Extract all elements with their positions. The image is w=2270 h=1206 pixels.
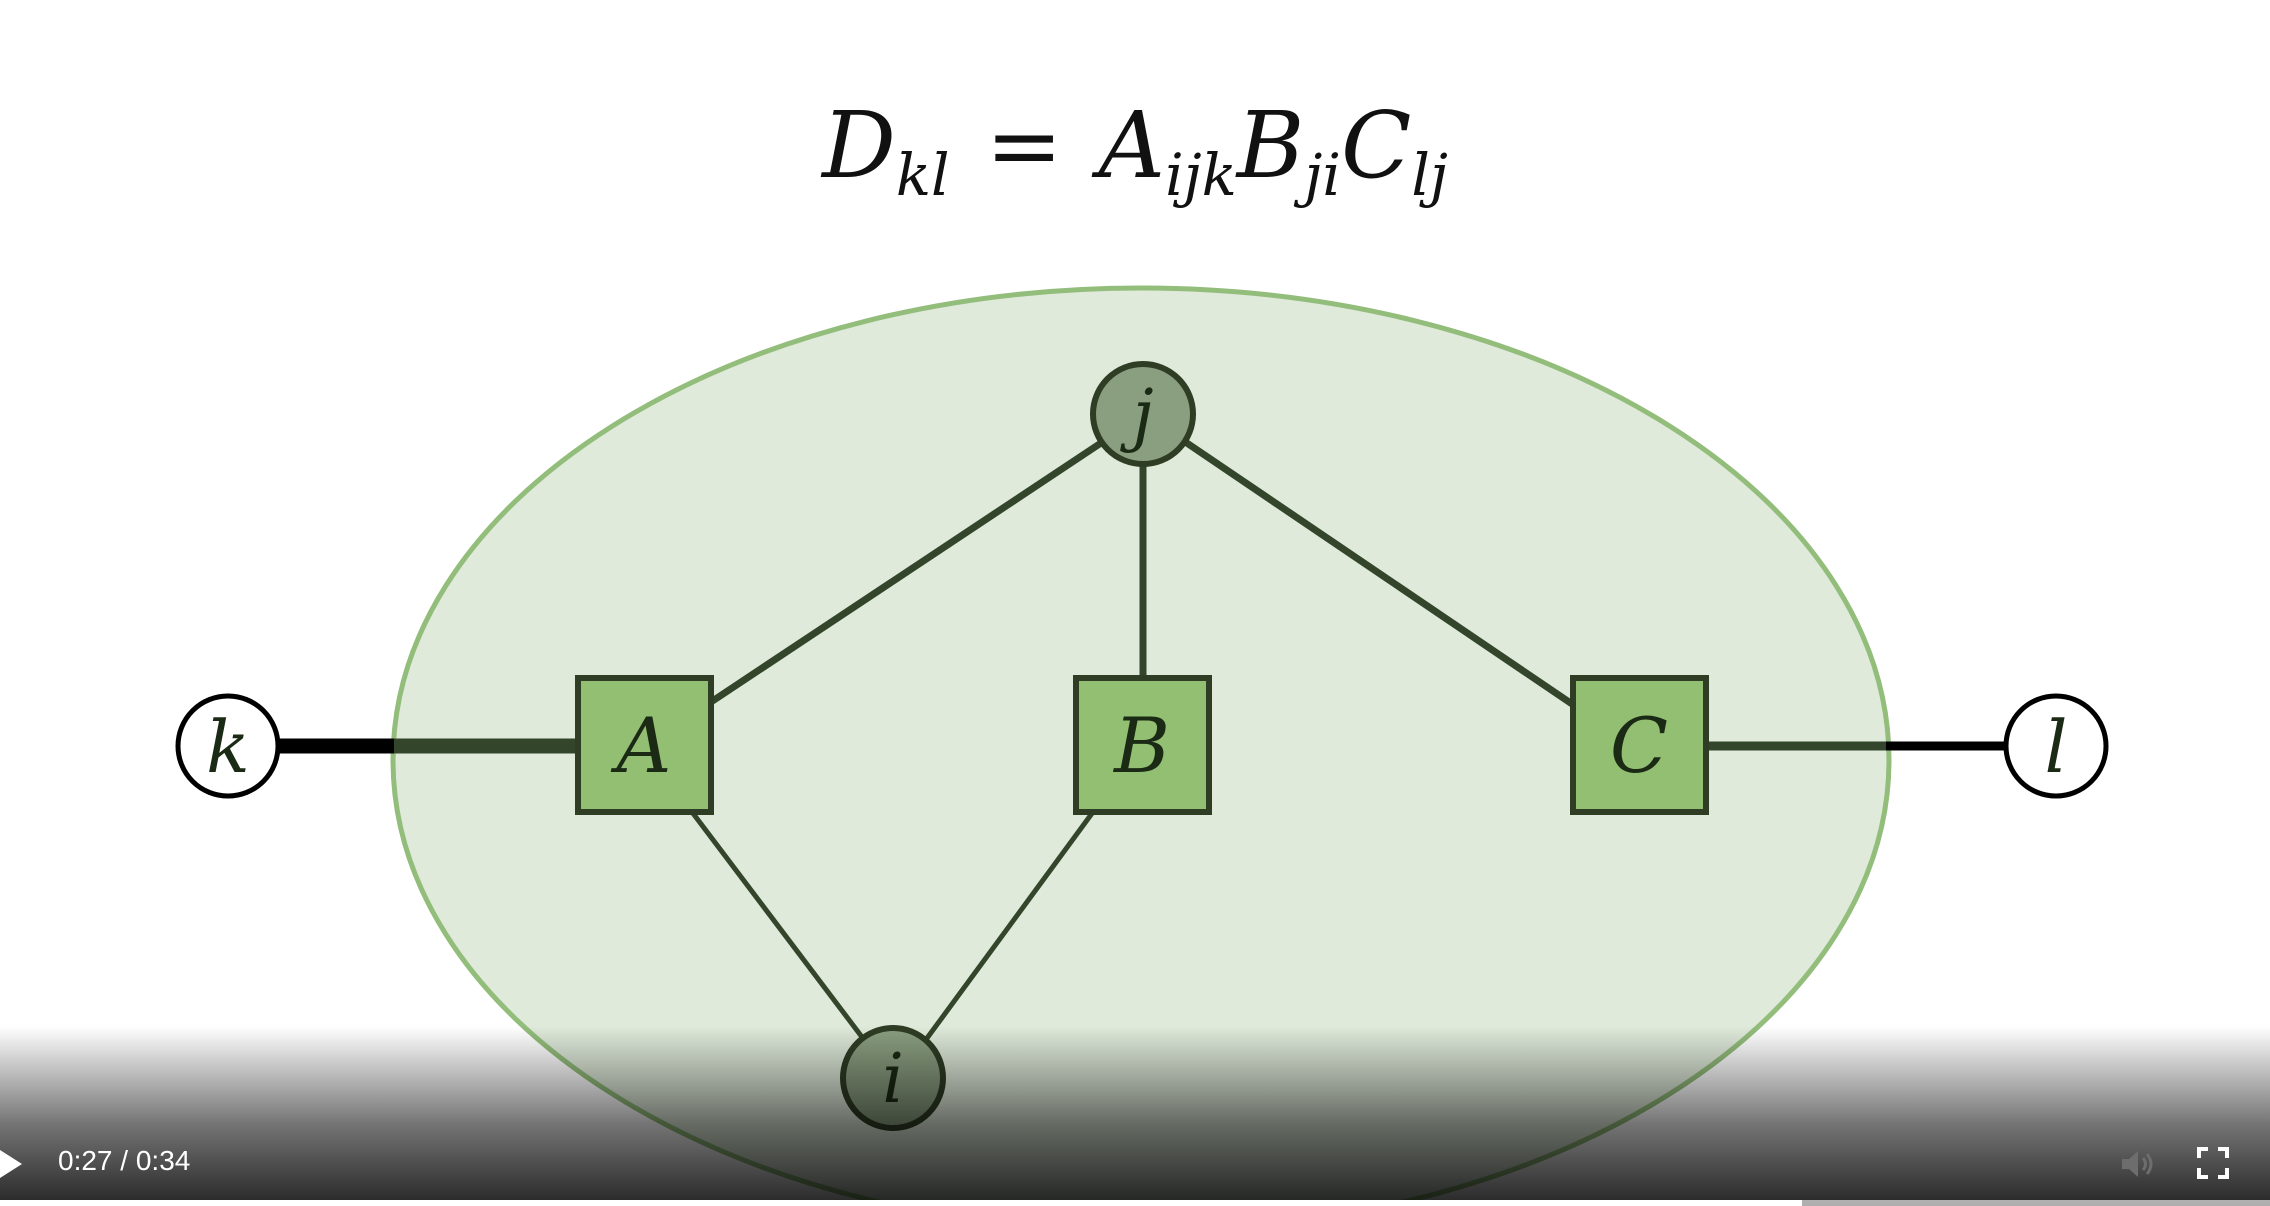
progress-played [0,1200,1802,1206]
tensor-node-b: B [1073,675,1212,815]
progress-buffered [1802,1200,2270,1206]
free-index-l: l [2003,693,2109,799]
mute-button[interactable] [2118,1144,2158,1184]
free-index-l-label: l [2044,705,2067,789]
equation-term-c-symbol: C [1340,92,1412,199]
equation: Dkl=AijkBjiClj [0,100,2270,205]
time-display: 0:27 / 0:34 [58,1145,190,1177]
play-icon [0,1150,22,1178]
tensor-node-c: C [1570,675,1709,815]
equation-term-c-sub: lj [1411,141,1448,209]
play-button[interactable] [0,1146,30,1182]
equation-term-b-sub: ji [1304,141,1341,209]
tensor-node-a-label: A [611,701,672,790]
tensor-node-b-label: B [1112,701,1170,790]
fullscreen-button[interactable] [2196,1146,2230,1180]
edge-b-i [919,810,1096,1047]
equation-term-a-sub: ijk [1165,141,1237,209]
equation-term-b-symbol: B [1236,92,1305,199]
tensor-node-c-label: C [1610,701,1668,790]
equation-term-a-symbol: A [1098,92,1166,199]
edge-a-i [690,810,870,1047]
equation-lhs-sub: kl [895,141,950,209]
index-node-j: j [1090,361,1196,467]
equation-lhs-symbol: D [822,92,896,199]
tensor-node-a: A [575,675,714,815]
edge-c-j [1176,434,1577,709]
equation-equals: = [985,92,1063,199]
time-separator: / [112,1145,136,1176]
edge-a-j [709,434,1112,705]
free-index-k: k [175,693,281,799]
progress-bar[interactable] [0,1200,2270,1206]
duration: 0:34 [135,1145,191,1176]
free-index-k-label: k [206,705,250,789]
volume-icon [2122,1151,2153,1177]
fullscreen-icon [2197,1147,2229,1179]
player-controls-bar: 0:27 / 0:34 [0,1026,2270,1206]
current-time: 0:27 [58,1145,113,1176]
